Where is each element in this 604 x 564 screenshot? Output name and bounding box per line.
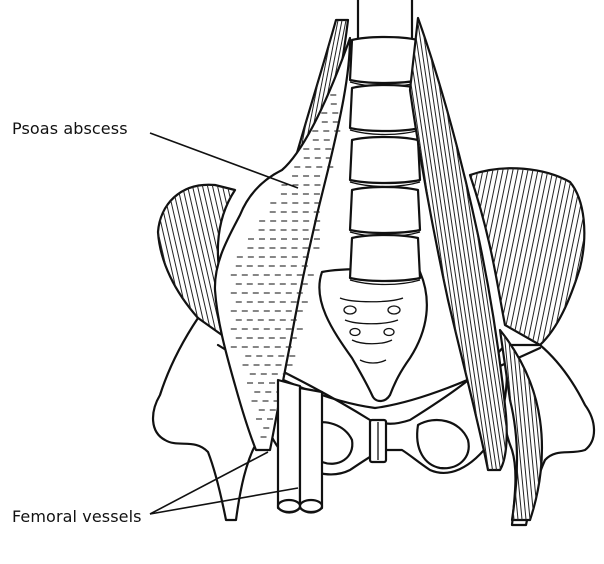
femoral-vessels-leader-1 [150,452,268,514]
psoas-abscess-label: Psoas abscess [12,119,128,138]
femoral-vessels-label: Femoral vessels [12,507,142,526]
sacrum [319,269,427,401]
vertebra [350,235,420,281]
lumbar-spine [350,0,420,285]
psoas-abscess-leader [150,133,298,188]
vertebra [350,187,420,233]
vertebra [350,137,420,183]
vertebra [350,37,420,83]
femoral-vessels [278,380,322,513]
